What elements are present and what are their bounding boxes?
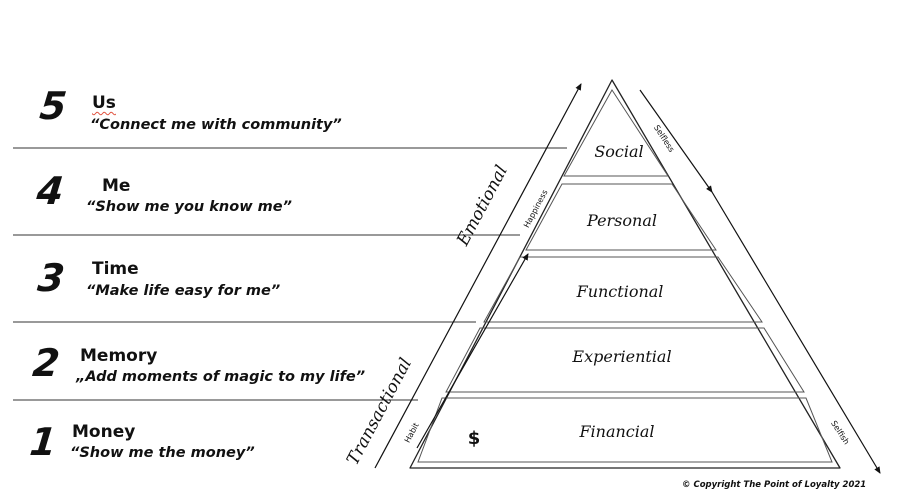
axis-label-selfless: Selfless (652, 123, 676, 154)
level-number: 2 (30, 341, 62, 385)
level-quote: “Show me you know me” (86, 199, 292, 215)
tier-box-functional (483, 256, 763, 323)
axis-label-selfish: Selfish (829, 419, 851, 446)
axis-label-habit: Habit (403, 421, 421, 444)
tier-label-financial: Financial (578, 422, 654, 441)
level-number: 3 (35, 256, 67, 300)
axis-label-emotional: Emotional (453, 162, 512, 250)
tier-label-experiential: Experiential (571, 347, 671, 366)
selfish-arrow (711, 191, 881, 474)
level-title: Time (92, 259, 139, 279)
tier-box-experiential (445, 327, 805, 393)
level-quote: “Connect me with community” (90, 117, 342, 133)
tier-label-personal: Personal (586, 211, 657, 230)
level-quote: “Make life easy for me” (86, 283, 281, 299)
tier-label-functional: Functional (576, 282, 664, 301)
dollar-symbol: $ (468, 428, 481, 449)
tier-box-financial (417, 397, 833, 463)
level-title: Me (102, 176, 131, 196)
level-title: Money (72, 422, 136, 442)
level-quote: “Show me the money” (70, 445, 255, 461)
level-title: Memory (80, 346, 158, 366)
level-number: 4 (34, 169, 66, 213)
selfless-arrow (639, 89, 713, 193)
level-number: 5 (37, 84, 69, 128)
tier-box-personal (525, 183, 717, 251)
tier-box-social (563, 89, 669, 177)
level-number: 1 (27, 420, 59, 464)
level-quote: „Add moments of magic to my life” (76, 369, 366, 385)
tier-label-social: Social (594, 142, 643, 161)
emotional-arrow (374, 83, 582, 469)
level-title: Us (92, 93, 116, 113)
copyright-notice: © Copyright The Point of Loyalty 2021 (682, 480, 867, 490)
pyramid-outline (409, 79, 841, 469)
happiness-arrow (416, 253, 529, 449)
